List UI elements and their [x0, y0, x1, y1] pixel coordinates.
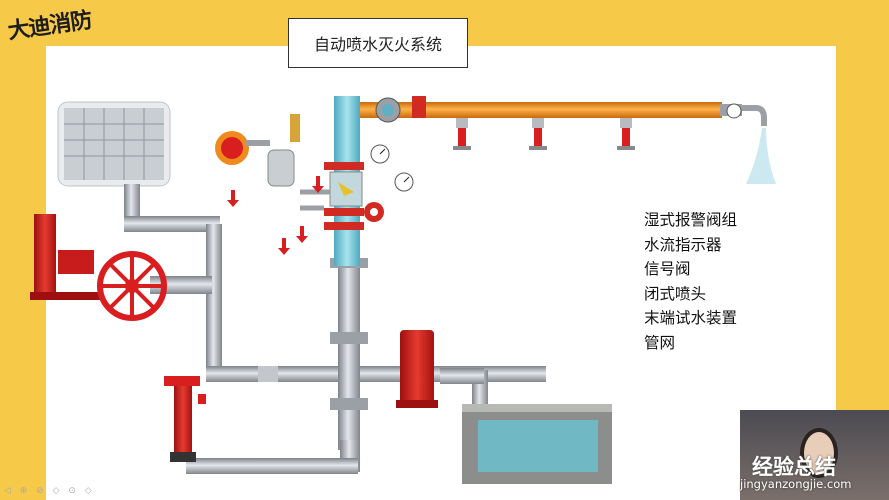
legend-item: 末端试水装置 — [644, 309, 738, 327]
slide-toolbar[interactable]: ◁ ⊕ ⊘ ◇ ⊙ ◇ — [4, 486, 95, 496]
watermark-brand: 经验总结 — [752, 455, 836, 479]
handwheel-valve-icon — [97, 251, 167, 321]
delay-chamber-icon — [267, 114, 300, 187]
legend-item: 管网 — [644, 333, 676, 352]
test-water-spray — [746, 128, 776, 184]
drain-arrow — [227, 176, 324, 255]
alarm-bell-icon — [215, 131, 270, 165]
legend-item: 水流指示器 — [644, 235, 722, 254]
signal-valve-icon — [375, 96, 426, 123]
vertical-pump-icon — [396, 330, 438, 408]
pump-set-icon — [30, 214, 100, 300]
legend-item: 湿式报警阀组 — [644, 211, 738, 229]
reservoir-icon — [462, 404, 612, 484]
fire-hydrant-icon — [164, 376, 206, 462]
presenter-face — [800, 428, 838, 478]
watermark-url: jingyanzongjie.com — [740, 477, 852, 491]
water-tank-icon — [57, 101, 171, 187]
legend-item: 闭式喷头 — [644, 284, 707, 303]
component-legend: 湿式报警阀组 水流指示器 信号阀 闭式喷头 末端试水装置 管网 — [644, 208, 737, 355]
alarm-valve-assembly — [300, 162, 384, 230]
pressure-gauge-icon — [370, 103, 742, 192]
sprinkler-head-icon — [453, 118, 635, 150]
legend-item: 信号阀 — [644, 260, 691, 278]
diagram-title: 自动喷水灭火系统 — [288, 18, 468, 68]
